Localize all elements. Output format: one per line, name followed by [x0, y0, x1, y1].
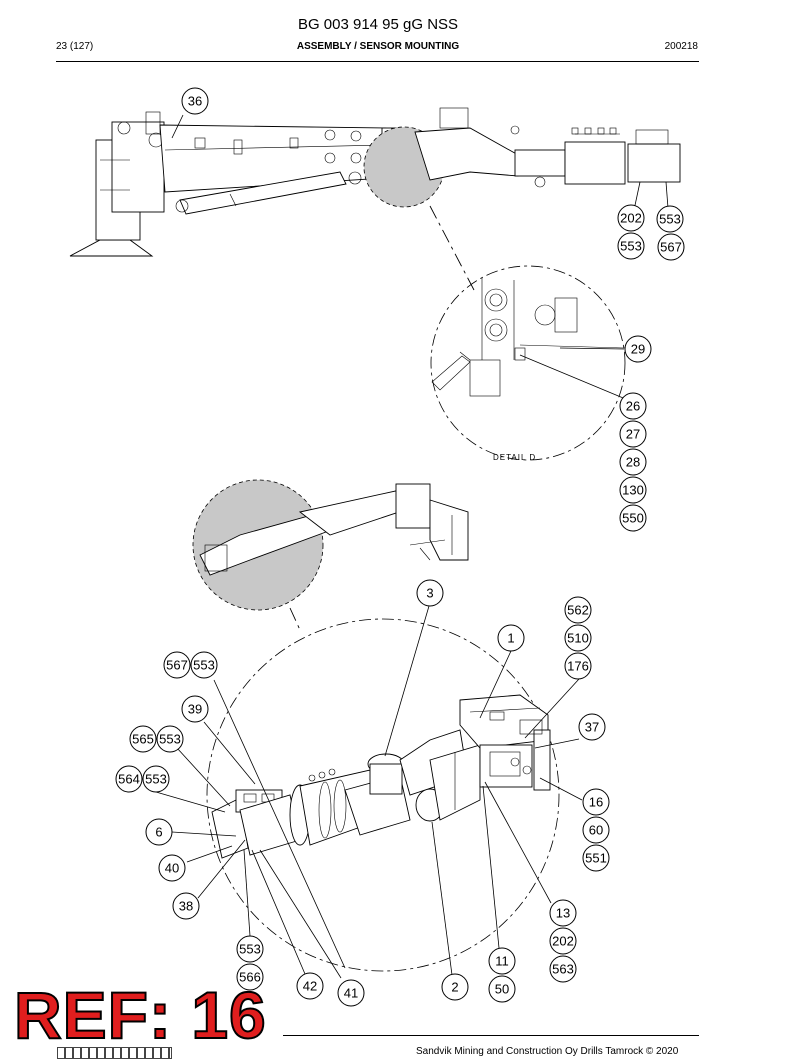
balloon: 553	[190, 651, 218, 679]
reference-badge: REF: 16	[13, 978, 267, 1052]
balloons: 36 202 553 553 567 29 26 27 28 130 550 3…	[115, 87, 685, 1007]
balloon: 553	[156, 725, 184, 753]
balloon: 41	[337, 979, 365, 1007]
svg-text:3: 3	[426, 586, 433, 601]
svg-text:553: 553	[145, 772, 167, 787]
balloon: 16	[582, 788, 610, 816]
svg-text:13: 13	[556, 906, 570, 921]
balloon: 176	[564, 652, 592, 680]
balloon: 27	[619, 420, 647, 448]
balloon: 553	[236, 935, 264, 963]
svg-text:553: 553	[159, 732, 181, 747]
svg-text:510: 510	[567, 631, 589, 646]
svg-text:60: 60	[589, 823, 603, 838]
balloon: 553	[142, 765, 170, 793]
balloon: 3	[416, 579, 444, 607]
document-title: BG 003 914 95 gG NSS	[297, 16, 459, 33]
balloon: 37	[578, 713, 606, 741]
svg-text:27: 27	[626, 427, 640, 442]
svg-text:176: 176	[567, 659, 589, 674]
balloon: 202	[549, 927, 577, 955]
balloon: 42	[296, 972, 324, 1000]
svg-text:550: 550	[622, 511, 644, 526]
balloon: 562	[564, 596, 592, 624]
svg-text:553: 553	[659, 212, 681, 227]
balloon: 11	[488, 947, 516, 975]
svg-text:564: 564	[118, 772, 140, 787]
boom-side-view	[69, 107, 681, 257]
svg-text:38: 38	[179, 899, 193, 914]
svg-text:37: 37	[585, 720, 599, 735]
balloon: 50	[488, 975, 516, 1003]
balloon: 550	[619, 504, 647, 532]
svg-text:40: 40	[165, 861, 179, 876]
svg-text:130: 130	[622, 483, 644, 498]
svg-text:41: 41	[344, 986, 358, 1001]
svg-text:39: 39	[188, 702, 202, 717]
balloon: 510	[564, 624, 592, 652]
balloon: 6	[145, 818, 173, 846]
svg-text:565: 565	[132, 732, 154, 747]
balloon: 2	[441, 973, 469, 1001]
svg-text:29: 29	[631, 342, 645, 357]
balloon: 36	[181, 87, 209, 115]
balloon: 39	[181, 695, 209, 723]
balloon: 40	[158, 854, 186, 882]
balloon: 130	[619, 476, 647, 504]
svg-text:6: 6	[155, 825, 162, 840]
footer-copyright: Sandvik Mining and Construction Oy Drill…	[416, 1046, 679, 1057]
balloon: 551	[582, 844, 610, 872]
balloon: 553	[617, 232, 645, 260]
svg-text:567: 567	[660, 240, 682, 255]
svg-text:551: 551	[585, 851, 607, 866]
svg-text:566: 566	[239, 970, 261, 985]
svg-text:562: 562	[567, 603, 589, 618]
balloon: 563	[549, 955, 577, 983]
balloon: 26	[619, 392, 647, 420]
detail-d-view: DETAIL D	[430, 265, 629, 462]
svg-text:26: 26	[626, 399, 640, 414]
svg-text:202: 202	[620, 211, 642, 226]
svg-text:202: 202	[552, 934, 574, 949]
svg-text:50: 50	[495, 982, 509, 997]
balloon: 1	[497, 624, 525, 652]
isometric-overview	[192, 479, 469, 611]
balloon: 564	[115, 765, 143, 793]
svg-text:2: 2	[451, 980, 458, 995]
svg-text:36: 36	[188, 94, 202, 109]
svg-text:567: 567	[166, 658, 188, 673]
balloon: 567	[657, 233, 685, 261]
balloon: 38	[172, 892, 200, 920]
balloon: 13	[549, 899, 577, 927]
balloon: 28	[619, 448, 647, 476]
svg-text:1: 1	[507, 631, 514, 646]
footer-divider	[283, 1035, 699, 1036]
svg-text:28: 28	[626, 455, 640, 470]
balloon: 202	[617, 204, 645, 232]
enlarged-detail-view	[155, 605, 583, 979]
svg-text:563: 563	[552, 962, 574, 977]
balloon: 567	[163, 651, 191, 679]
balloon: 60	[582, 816, 610, 844]
header-divider	[56, 61, 699, 62]
svg-text:553: 553	[620, 239, 642, 254]
svg-text:16: 16	[589, 795, 603, 810]
svg-text:553: 553	[239, 942, 261, 957]
balloon: 566	[236, 963, 264, 991]
balloon: 565	[129, 725, 157, 753]
balloon: 29	[624, 335, 652, 363]
svg-text:42: 42	[303, 979, 317, 994]
section-title: ASSEMBLY / SENSOR MOUNTING	[296, 41, 460, 52]
svg-text:11: 11	[495, 954, 509, 969]
balloon: 553	[656, 205, 684, 233]
document-date: 200218	[664, 41, 698, 52]
svg-text:553: 553	[193, 658, 215, 673]
page-number: 23 (127)	[56, 41, 94, 52]
detail-label: DETAIL D	[493, 453, 536, 462]
